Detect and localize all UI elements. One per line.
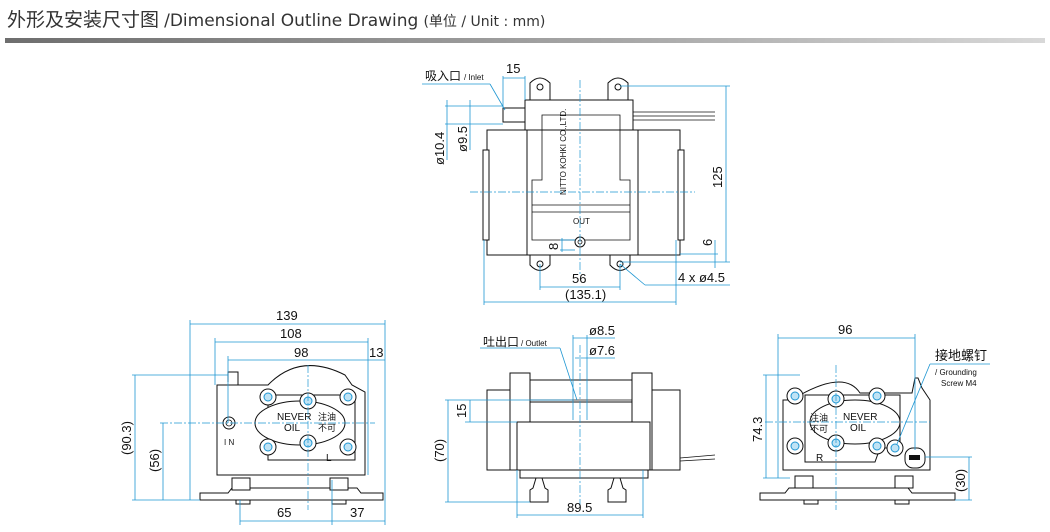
outlet-label-cn: 吐出口 — [483, 335, 519, 349]
dim-89-5: 89.5 — [567, 500, 592, 515]
inlet-label-cn: 吸入口 — [425, 69, 461, 83]
right-dimensions: 96 74.3 (30) 接地螺钉 / Grounding Screw M4 — [750, 322, 990, 501]
never-label: NEVER — [277, 412, 311, 423]
header-divider — [5, 38, 1045, 43]
outlet-label-en: / Outlet — [521, 339, 548, 348]
side-label-r: R — [816, 453, 823, 464]
dim-65: 65 — [277, 505, 291, 520]
oil-cn-1: 注油 — [318, 411, 336, 423]
left-view: NEVER OIL 注油 不可 I N L 139 108 98 13 (90.… — [119, 308, 386, 525]
front-view: 吐出口 / Outlet ø8.5 ø7.6 15 (70) 89.5 — [432, 323, 716, 518]
ground-label-en-1: / Grounding — [935, 368, 977, 377]
unit-label: (单位 / Unit : mm) — [423, 14, 546, 30]
ground-label-cn: 接地螺钉 — [935, 348, 987, 364]
dim-holes: 4 x ø4.5 — [678, 270, 725, 285]
never-label-right: NEVER — [843, 412, 877, 423]
title-cn: 外形及安装尺寸图 — [7, 9, 160, 31]
dim-15-front: 15 — [454, 404, 469, 418]
dim-135-1: (135.1) — [565, 287, 606, 302]
side-label-l: L — [326, 453, 332, 464]
oil-label: OIL — [284, 423, 301, 434]
ground-label-en-2: Screw M4 — [941, 379, 977, 388]
dim-90-3: (90.3) — [119, 421, 134, 455]
dim-d10-4: ø10.4 — [432, 132, 447, 165]
dim-98: 98 — [294, 345, 308, 360]
inlet-label-en: / Inlet — [464, 73, 484, 82]
in-label: I N — [224, 438, 234, 447]
out-label: OUT — [573, 217, 590, 226]
dim-70: (70) — [432, 439, 447, 462]
dim-125: 125 — [710, 166, 725, 188]
dim-139: 139 — [276, 308, 298, 323]
oil-cn-2-right: 不可 — [810, 424, 828, 435]
oil-label-right: OIL — [850, 423, 867, 434]
dim-56: 56 — [572, 271, 586, 286]
dim-d8-5: ø8.5 — [589, 323, 615, 338]
oil-cn-1-right: 注油 — [810, 412, 828, 424]
dim-96: 96 — [838, 322, 852, 337]
right-view: 注油 不可 NEVER OIL R 96 74.3 (30) 接地螺钉 / Gr… — [750, 322, 990, 510]
dim-74-3: 74.3 — [750, 417, 765, 442]
dim-d7-6: ø7.6 — [589, 343, 615, 358]
dim-108: 108 — [280, 326, 302, 341]
title-en: /Dimensional Outline Drawing — [164, 11, 419, 31]
left-dimensions: 139 108 98 13 (90.3) (56) 65 37 — [119, 308, 386, 525]
maker-label: NITTO KOHKI CO.,LTD. — [559, 109, 568, 195]
dim-6: 6 — [700, 239, 715, 246]
dim-13: 13 — [369, 345, 383, 360]
top-view: NITTO KOHKI CO.,LTD. OUT 15 吸入口 / Inlet … — [422, 61, 730, 305]
dim-d9-5: ø9.5 — [455, 126, 470, 152]
oil-cn-2: 不可 — [318, 423, 336, 434]
dim-30: (30) — [953, 469, 968, 492]
dim-37: 37 — [350, 505, 364, 520]
mounting-tabs — [529, 77, 631, 271]
top-dimensions: 15 吸入口 / Inlet ø10.4 ø9.5 125 6 8 56 (13… — [422, 61, 730, 305]
dim-8: 8 — [546, 243, 561, 250]
dim-56-left: (56) — [147, 449, 162, 472]
front-dimensions: 吐出口 / Outlet ø8.5 ø7.6 15 (70) 89.5 — [432, 323, 644, 518]
dim-15: 15 — [506, 61, 520, 76]
page-header: 外形及安装尺寸图 /Dimensional Outline Drawing (单… — [7, 5, 545, 32]
